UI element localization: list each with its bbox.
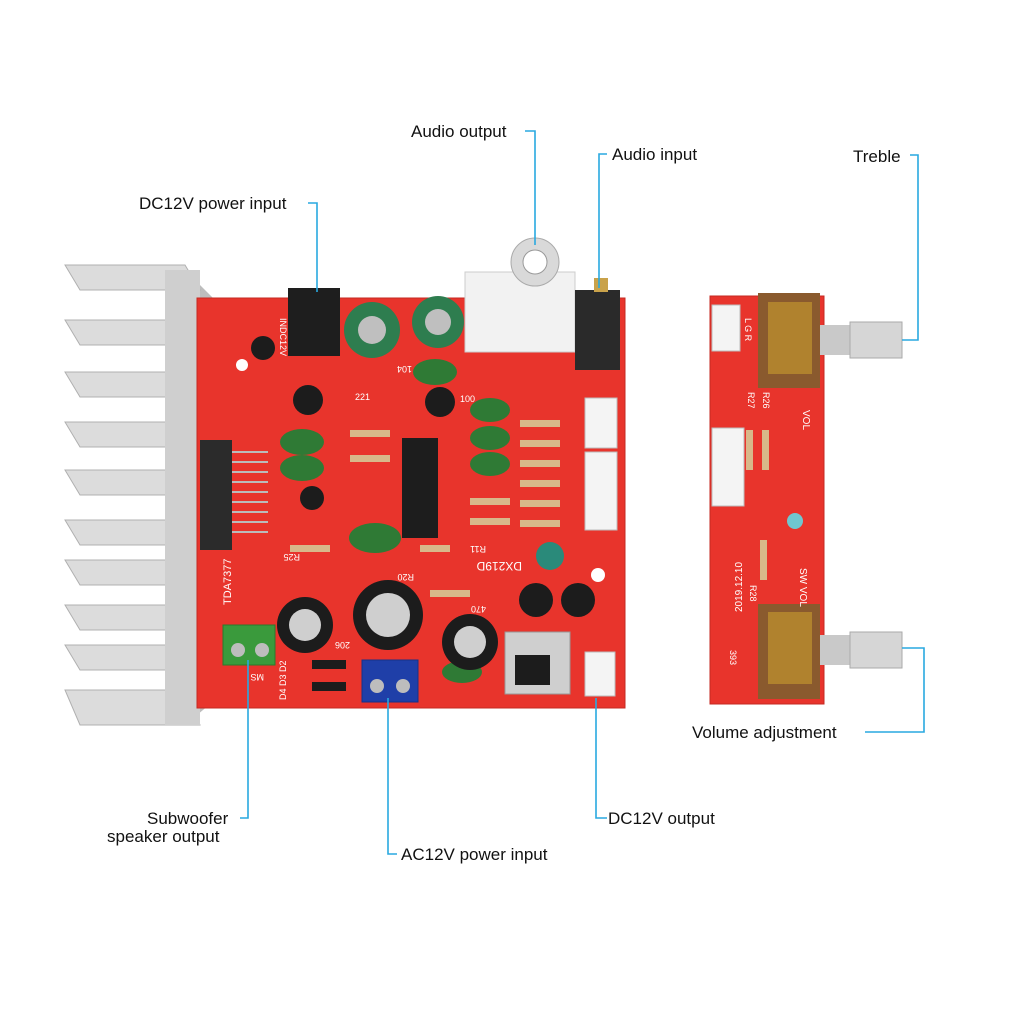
- silk-r27: R27: [746, 392, 756, 409]
- dc-jack: [288, 288, 340, 356]
- main-pcb: [196, 237, 626, 709]
- leader-ac12v: [387, 698, 397, 855]
- speaker-terminal: [222, 624, 276, 666]
- silk-r28: R28: [748, 585, 758, 602]
- op-amp-ic: [402, 438, 438, 538]
- ac-terminal: [361, 659, 419, 703]
- silk-c104: 104: [397, 364, 412, 374]
- leader-treble: [902, 154, 919, 341]
- silk-c221: 221: [355, 392, 370, 402]
- label-ac12v-power-input: AC12V power input: [401, 845, 548, 864]
- label-dc12v-power-input: DC12V power input: [139, 194, 287, 213]
- silk-r20: R20: [397, 572, 414, 582]
- connector-dc12v-out: [584, 651, 616, 697]
- label-dc12v-output: DC12V output: [608, 809, 715, 828]
- silk-vol: VOL: [800, 410, 811, 430]
- silk-lgr: L G R: [743, 318, 753, 342]
- silk-r11: R11: [470, 544, 486, 554]
- silk-r25: R25: [283, 552, 300, 562]
- label-treble: Treble: [853, 147, 901, 166]
- silk-c470: 470: [471, 604, 486, 614]
- silk-dc-jack: INDC12V: [278, 318, 288, 356]
- silk-ms: MS: [251, 672, 265, 682]
- silk-sw-vol: SW VOL: [797, 568, 808, 607]
- label-audio-input: Audio input: [612, 145, 698, 164]
- label-volume-adjustment: Volume adjustment: [692, 723, 837, 742]
- silk-model: DX219D: [476, 559, 522, 573]
- leader-volume: [865, 647, 925, 733]
- silk-c100: 100: [460, 394, 475, 404]
- silk-r26: R26: [761, 392, 771, 409]
- silk-date: 2019.12.10: [734, 562, 745, 612]
- silk-c206: 206: [335, 640, 350, 650]
- leader-audio-output: [525, 130, 536, 245]
- connector-5pin: [584, 451, 618, 531]
- tda7377-chip: [200, 440, 232, 550]
- leader-audio-input: [598, 153, 607, 288]
- audio-jack: [575, 290, 620, 370]
- silk-c393: 393: [728, 650, 738, 665]
- leader-lines: [240, 130, 925, 855]
- silk-chip: TDA7377: [222, 559, 234, 605]
- leader-subwoofer: [240, 660, 249, 819]
- label-speaker-output: speaker output: [107, 827, 220, 846]
- connector-3pin: [584, 397, 618, 449]
- control-pcb: [709, 293, 903, 705]
- label-audio-output: Audio output: [411, 122, 507, 141]
- leader-dc12v-output: [595, 698, 607, 819]
- label-subwoofer: Subwoofer: [147, 809, 229, 828]
- silk-d2d3: D4 D3 D2: [278, 660, 288, 700]
- rca-jack: [464, 271, 576, 353]
- heatsink: [64, 264, 241, 726]
- leader-dc12v-input: [308, 202, 318, 292]
